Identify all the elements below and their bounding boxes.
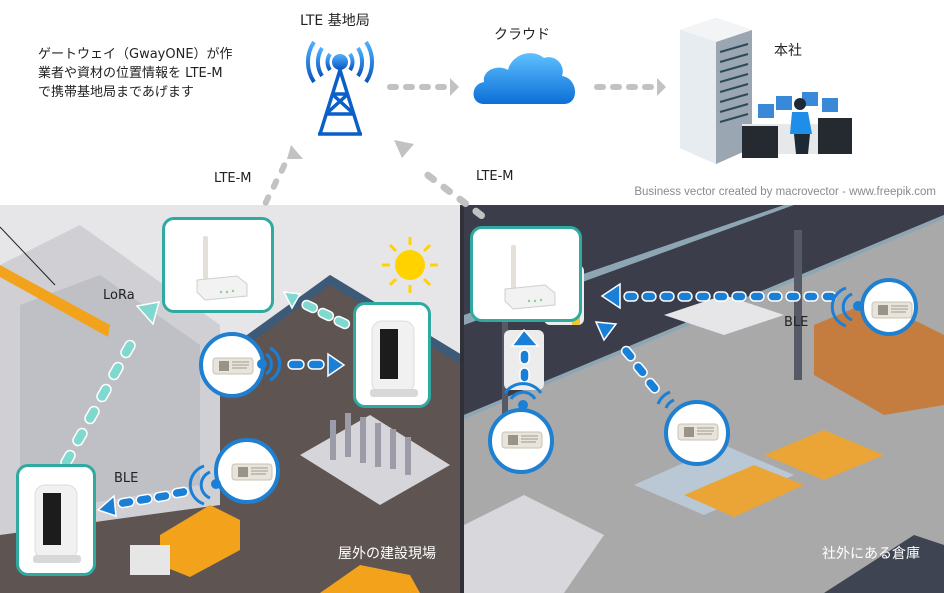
- cloud-label: クラウド: [494, 27, 550, 43]
- ble-arrow-shelf-tag-to-gateway: [510, 328, 540, 383]
- ble-arrow-tag-to-solar-lower: [96, 486, 189, 518]
- description-line: で携帯基地局まであげます: [38, 85, 194, 100]
- gateway-router-left[interactable]: [162, 217, 274, 313]
- ble-label-right: BLE: [784, 315, 809, 330]
- wireless-signal-icon: [830, 286, 863, 328]
- lte-m-label-left: LTE-M: [214, 171, 252, 186]
- ble-arrow-tag-to-solar: [287, 352, 346, 378]
- image-credit: Business vector created by macrovector -…: [634, 186, 936, 198]
- solar-device-icon: [33, 484, 81, 563]
- ble-tag-construction-1[interactable]: [199, 332, 265, 398]
- solar-gateway-lower[interactable]: [16, 464, 96, 576]
- cloud-icon: [473, 53, 576, 104]
- sun-icon: [382, 237, 438, 293]
- wireless-signal-icon: [188, 464, 221, 506]
- gateway-router-right[interactable]: [470, 226, 582, 322]
- warehouse-floor: [464, 205, 944, 593]
- ble-arrow-board-tag-to-gateway: [594, 321, 660, 394]
- ble-tag-construction-2[interactable]: [214, 438, 280, 504]
- ble-arrow-pallet-tag-to-gateway: [600, 282, 837, 310]
- arrow-cloud-to-headquarters: [594, 78, 666, 96]
- ble-tag-warehouse-pallet[interactable]: [860, 278, 918, 336]
- description-line: ゲートウェイ（GwayONE）が作: [38, 47, 233, 62]
- lora-label: LoRa: [103, 288, 135, 303]
- office-building-icon: [680, 18, 852, 164]
- lte-m-label-right: LTE-M: [476, 169, 514, 184]
- ble-tag-icon: [677, 423, 719, 441]
- ble-tag-icon: [871, 301, 913, 319]
- ble-tag-warehouse-shelf[interactable]: [488, 408, 554, 474]
- wireless-signal-icon: [503, 382, 543, 410]
- lora-arrow: [60, 301, 161, 469]
- lora-arrow-solar-to-gateway: [282, 291, 351, 330]
- lte-arrow-right-gateway-to-tower: [394, 140, 485, 220]
- warehouse-caption: 社外にある倉庫: [822, 546, 920, 562]
- router-icon: [504, 245, 556, 310]
- ble-label-left: BLE: [114, 471, 139, 486]
- description-line: 業者や資材の位置情報を LTE-M: [38, 66, 223, 81]
- scene-divider: [460, 205, 464, 593]
- ble-tag-icon: [501, 431, 543, 449]
- base-station-label: LTE 基地局: [300, 13, 370, 29]
- solar-device-icon: [370, 320, 418, 397]
- construction-site-caption: 屋外の建設現場: [338, 546, 436, 562]
- ble-tag-icon: [212, 357, 254, 375]
- lte-arrow-left-gateway-to-tower: [262, 145, 303, 206]
- router-icon: [196, 236, 248, 301]
- cell-tower-icon: [306, 40, 374, 136]
- solar-gateway-upper[interactable]: [353, 302, 431, 408]
- ble-tag-warehouse-board[interactable]: [664, 400, 730, 466]
- lte-arrow-tower-to-cloud: [387, 78, 459, 96]
- headquarters-label: 本社: [774, 43, 802, 59]
- description-text: ゲートウェイ（GwayONE）が作 業者や資材の位置情報を LTE-M で携帯基…: [38, 45, 233, 102]
- ble-tag-icon: [231, 463, 273, 481]
- wireless-signal-icon: [257, 346, 282, 382]
